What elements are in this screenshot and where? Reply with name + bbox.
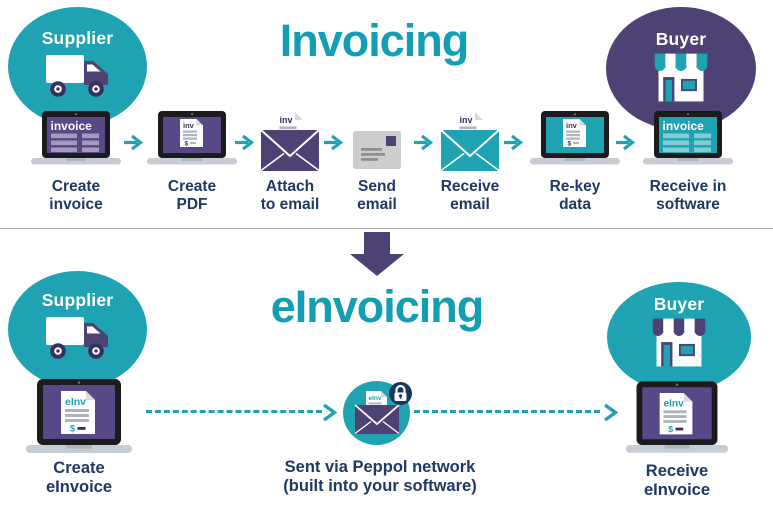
label-line: Create bbox=[167, 178, 217, 195]
laptop-pdf-teal-icon: inv $ bbox=[527, 111, 623, 168]
laptop-invoice-teal-icon: invoice bbox=[640, 111, 736, 168]
lock-icon bbox=[389, 382, 412, 405]
label-line: email bbox=[450, 195, 490, 213]
buyer-circle-bottom: Buyer bbox=[607, 282, 751, 392]
label-line: Receive bbox=[440, 178, 500, 195]
laptop-einvoice-left-icon: eInv $ bbox=[24, 379, 134, 458]
flow-arrow-icon bbox=[235, 134, 255, 151]
step-label-create-invoice: Create invoice bbox=[49, 178, 102, 213]
envelope-open-teal-icon: inv bbox=[440, 112, 500, 172]
title-invoicing: Invoicing bbox=[279, 15, 470, 66]
doc-text: inv bbox=[460, 115, 473, 125]
label-line: invoice bbox=[49, 195, 103, 213]
down-arrow-head bbox=[350, 254, 404, 276]
doc-text: inv bbox=[280, 115, 293, 125]
chevron-icon bbox=[604, 403, 618, 422]
label-line: Sent via Peppol network bbox=[284, 458, 476, 476]
buyer-circle-top: Buyer bbox=[606, 7, 756, 130]
supplier-circle-top: Supplier bbox=[8, 7, 147, 126]
label-line: Send bbox=[358, 178, 396, 195]
flow-arrow-icon bbox=[124, 134, 144, 151]
flow-arrow-icon bbox=[504, 134, 524, 151]
section-divider bbox=[0, 228, 773, 229]
label-line: (built into your software) bbox=[283, 477, 477, 495]
label-line: Attach bbox=[265, 178, 315, 195]
dashed-connector-left bbox=[146, 410, 322, 413]
label-line: Receive in bbox=[649, 178, 727, 195]
doc-dollar: $ bbox=[668, 424, 673, 434]
down-arrow-icon bbox=[364, 232, 390, 254]
label-line: email bbox=[357, 195, 397, 213]
label-line: software bbox=[656, 195, 720, 213]
doc-text: inv bbox=[183, 121, 195, 130]
truck-icon bbox=[45, 317, 108, 359]
label-line: Receive bbox=[645, 462, 709, 480]
laptop-pdf-purple-icon: inv $ bbox=[144, 111, 240, 168]
shop-icon bbox=[652, 318, 706, 367]
title-einvoicing: eInvoicing bbox=[270, 281, 485, 332]
label-line: eInvoice bbox=[45, 478, 113, 496]
buyer-label: Buyer bbox=[653, 294, 705, 314]
label-line: Create bbox=[53, 459, 105, 477]
supplier-label: Supplier bbox=[41, 28, 114, 48]
flow-arrow-icon bbox=[414, 134, 434, 151]
envelope-open-purple-icon: inv bbox=[260, 112, 320, 172]
doc-dollar: $ bbox=[185, 141, 189, 148]
secure-envelope-icon: eInv bbox=[353, 391, 400, 435]
flow-arrow-icon bbox=[616, 134, 636, 151]
shop-icon bbox=[654, 53, 708, 102]
label-line: eInvoice bbox=[643, 481, 711, 499]
screen-text: invoice bbox=[663, 119, 705, 133]
step-label-send-email: Send email bbox=[357, 178, 397, 213]
doc-text: inv bbox=[566, 121, 578, 130]
chevron-icon bbox=[323, 403, 337, 422]
label-peppol-network: Sent via Peppol network (built into your… bbox=[283, 458, 476, 496]
label-create-einvoice: Create eInvoice bbox=[46, 459, 112, 497]
truck-icon bbox=[45, 55, 108, 97]
label-line: Create bbox=[51, 178, 101, 195]
step-label-receive-email: Receive email bbox=[441, 178, 500, 213]
label-receive-einvoice: Receive eInvoice bbox=[644, 462, 710, 500]
step-label-rekey-data: Re-key data bbox=[550, 178, 601, 213]
supplier-circle-bottom: Supplier bbox=[8, 271, 147, 388]
laptop-invoice-purple-icon: invoice bbox=[28, 111, 124, 168]
step-label-attach-to-email: Attach to email bbox=[261, 178, 320, 213]
buyer-label: Buyer bbox=[655, 29, 707, 49]
doc-text: eInv bbox=[664, 398, 685, 409]
label-line: data bbox=[559, 195, 591, 213]
envelope-closed-gray-icon bbox=[353, 131, 401, 169]
supplier-label: Supplier bbox=[41, 290, 114, 310]
flow-arrow-icon bbox=[324, 134, 344, 151]
step-label-receive-in-software: Receive in software bbox=[650, 178, 727, 213]
doc-dollar: $ bbox=[70, 424, 75, 434]
step-label-create-pdf: Create PDF bbox=[168, 178, 216, 213]
screen-text: invoice bbox=[51, 119, 93, 133]
label-line: Re-key bbox=[549, 178, 601, 195]
doc-text: eInv bbox=[368, 395, 381, 402]
laptop-einvoice-right-icon: eInv $ bbox=[624, 381, 730, 458]
label-line: PDF bbox=[176, 195, 208, 213]
doc-text: eInv bbox=[65, 396, 86, 408]
dashed-connector-right bbox=[414, 410, 600, 413]
label-line: to email bbox=[260, 195, 320, 213]
doc-dollar: $ bbox=[568, 141, 572, 148]
